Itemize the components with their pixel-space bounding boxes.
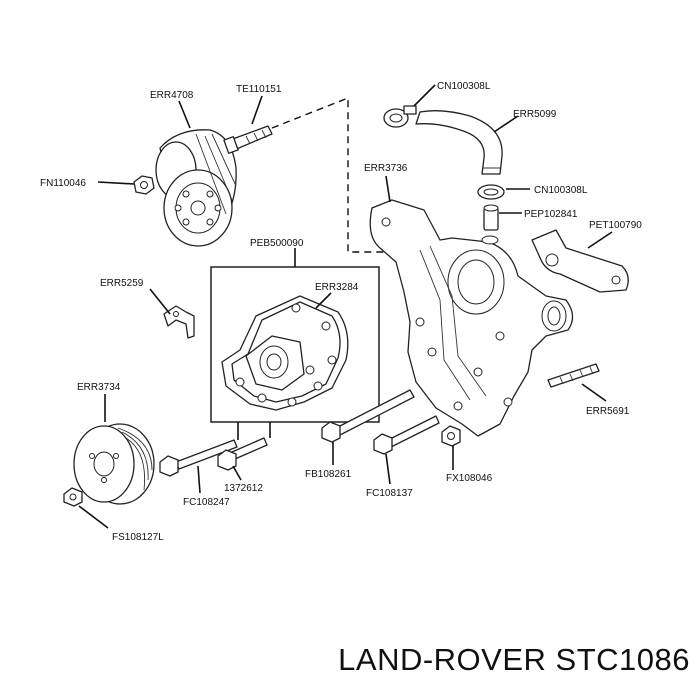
hose-clip-cn100308l-mid [477, 184, 505, 200]
gasket-pet100790 [531, 229, 629, 293]
label-pep102841: PEP102841 [524, 209, 578, 220]
nut-fn110046 [133, 175, 155, 195]
bolt-te110151 [223, 125, 273, 154]
label-peb500090: PEB500090 [250, 238, 304, 249]
bolt-1372612 [217, 437, 268, 471]
label-fn110046: FN110046 [40, 178, 86, 189]
label-cn100308l-mid: CN100308L [534, 185, 588, 196]
label-err5691: ERR5691 [586, 406, 630, 417]
stud-err5691 [547, 363, 600, 388]
alignment-dashed-line [271, 96, 392, 253]
water-pump-housing [369, 199, 574, 437]
label-err3736: ERR3736 [364, 163, 408, 174]
nut-fx108046 [441, 425, 461, 447]
bracket-err5259 [163, 305, 195, 339]
label-fb108261: FB108261 [305, 469, 352, 480]
pipe-pep102841 [483, 204, 499, 231]
label-te110151: TE110151 [236, 84, 282, 95]
label-fx108046: FX108046 [446, 473, 493, 484]
bolt-fc108247 [159, 439, 238, 477]
label-pet100790: PET100790 [589, 220, 642, 231]
bolt-fc108137 [373, 415, 440, 455]
pump-gasket-err3284 [221, 295, 349, 411]
label-cn100308l-top: CN100308L [437, 81, 491, 92]
label-err5259: ERR5259 [100, 278, 144, 289]
brand-part-caption: LAND-ROVER STC1086 [338, 642, 690, 677]
crank-pulley-err3734 [73, 423, 155, 505]
label-err5099: ERR5099 [513, 109, 557, 120]
label-fs108127l: FS108127L [112, 532, 164, 543]
label-err3284: ERR3284 [315, 282, 359, 293]
bolt-fb108261 [321, 389, 415, 443]
leader-lines [78, 84, 613, 529]
idler-pulley-assembly [155, 129, 237, 247]
label-1372612: 1372612 [224, 483, 263, 494]
label-err3734: ERR3734 [77, 382, 121, 393]
label-fc108247: FC108247 [183, 497, 230, 508]
coolant-hose-err5099 [415, 110, 503, 175]
label-err4708: ERR4708 [150, 90, 194, 101]
label-fc108137: FC108137 [366, 488, 413, 499]
hose-clip-cn100308l-top [383, 105, 417, 128]
bolt-fs108127l [63, 487, 83, 507]
